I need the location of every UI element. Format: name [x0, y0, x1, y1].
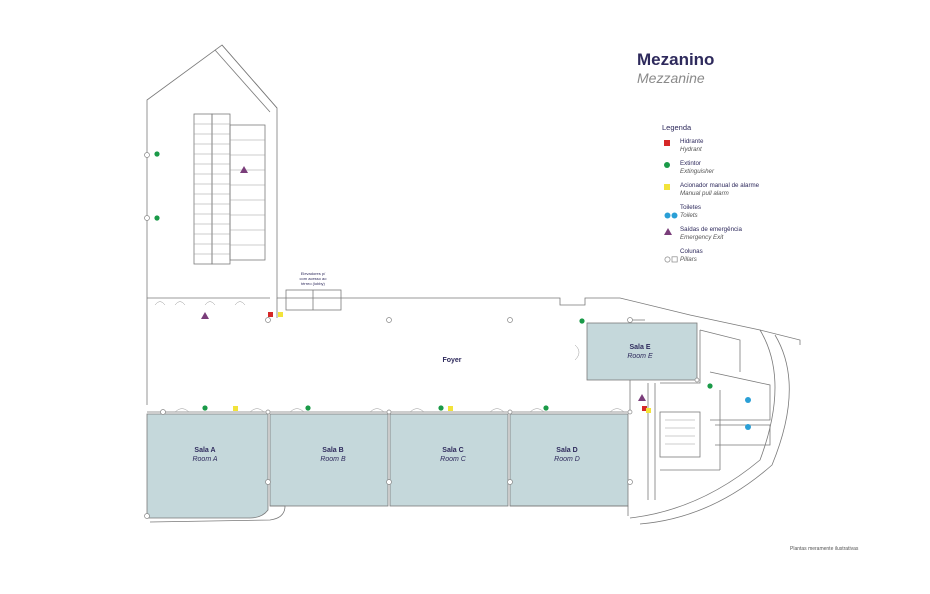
- legend-item-exit: Saídas de emergência Emergency Exit: [662, 226, 792, 245]
- pillar-icon: [664, 250, 678, 268]
- floor-plan-walls: [146, 44, 801, 525]
- elevators-label-line2: com acesso ao: [300, 276, 328, 281]
- legend-label: Acionador manual de alarme: [680, 182, 760, 189]
- alarm-square-icon: [664, 184, 670, 190]
- room-sala-e[interactable]: [586, 322, 698, 381]
- legend-label: Extintor: [680, 160, 701, 167]
- page-title: Mezanino: [637, 50, 715, 69]
- room-sala-d[interactable]: [509, 413, 629, 507]
- alarms: [233, 312, 651, 413]
- elevators-label-line1: Elevadores p/: [301, 271, 326, 276]
- legend-item-alarm: Acionador manual de alarme Manual pull a…: [662, 182, 792, 201]
- legend-label-en: Pillars: [680, 255, 697, 263]
- legend-label: Hidrante: [680, 138, 704, 145]
- toilets-icon: [664, 206, 678, 224]
- legend-label-en: Toilets: [680, 211, 698, 219]
- room-c-label: Sala C: [442, 447, 463, 454]
- legend-item-pillars: Colunas Pillars: [662, 248, 792, 267]
- room-sala-a[interactable]: [146, 413, 269, 519]
- legend-label-en: Extinguisher: [680, 167, 715, 175]
- legend-label: Colunas: [680, 248, 703, 255]
- room-b-label: Sala B: [322, 447, 343, 454]
- legend-label: Toiletes: [680, 204, 701, 211]
- legend: Legenda Hidrante Hydrant Extintor Exting…: [662, 123, 792, 270]
- legend-label-en: Hydrant: [680, 145, 702, 153]
- hydrants: [268, 312, 647, 411]
- foyer-label: Foyer: [442, 357, 461, 364]
- legend-item-hydrant: Hidrante Hydrant: [662, 138, 792, 157]
- emergency-exits: [201, 166, 646, 401]
- hydrant-square-icon: [664, 140, 670, 146]
- room-sala-b[interactable]: [269, 413, 389, 507]
- room-d-label: Sala D: [556, 447, 577, 454]
- elevators-label-line3: térreo (lobby): [301, 281, 325, 286]
- extinguisher-dot-icon: [664, 162, 670, 168]
- page-subtitle: Mezzanine: [637, 70, 705, 86]
- legend-item-extinguisher: Extintor Extinguisher: [662, 160, 792, 179]
- legend-label-en: Emergency Exit: [680, 233, 724, 241]
- legend-label-en: Manual pull alarm: [680, 189, 729, 197]
- room-e-label-en: Room E: [627, 353, 653, 360]
- stair-treads: [194, 123, 695, 445]
- legend-item-toilets: Toiletes Toilets: [662, 204, 792, 223]
- room-a-label: Sala A: [194, 447, 215, 454]
- door-swings: [154, 301, 625, 413]
- toilets: [745, 397, 751, 430]
- extinguishers: [154, 151, 713, 411]
- room-d-label-en: Room D: [554, 456, 580, 463]
- room-b-label-en: Room B: [320, 456, 346, 463]
- legend-title: Legenda: [662, 123, 692, 132]
- room-a-label-en: Room A: [192, 456, 217, 463]
- rooms: [146, 322, 698, 519]
- room-c-label-en: Room C: [440, 456, 467, 463]
- room-e-label: Sala E: [629, 344, 650, 351]
- room-sala-c[interactable]: [389, 413, 509, 507]
- disclaimer-note: Plantas meramente ilustrativas: [790, 546, 859, 552]
- emergency-exit-triangle-icon: [664, 228, 672, 235]
- pillars: [144, 152, 700, 519]
- legend-label: Saídas de emergência: [680, 226, 742, 233]
